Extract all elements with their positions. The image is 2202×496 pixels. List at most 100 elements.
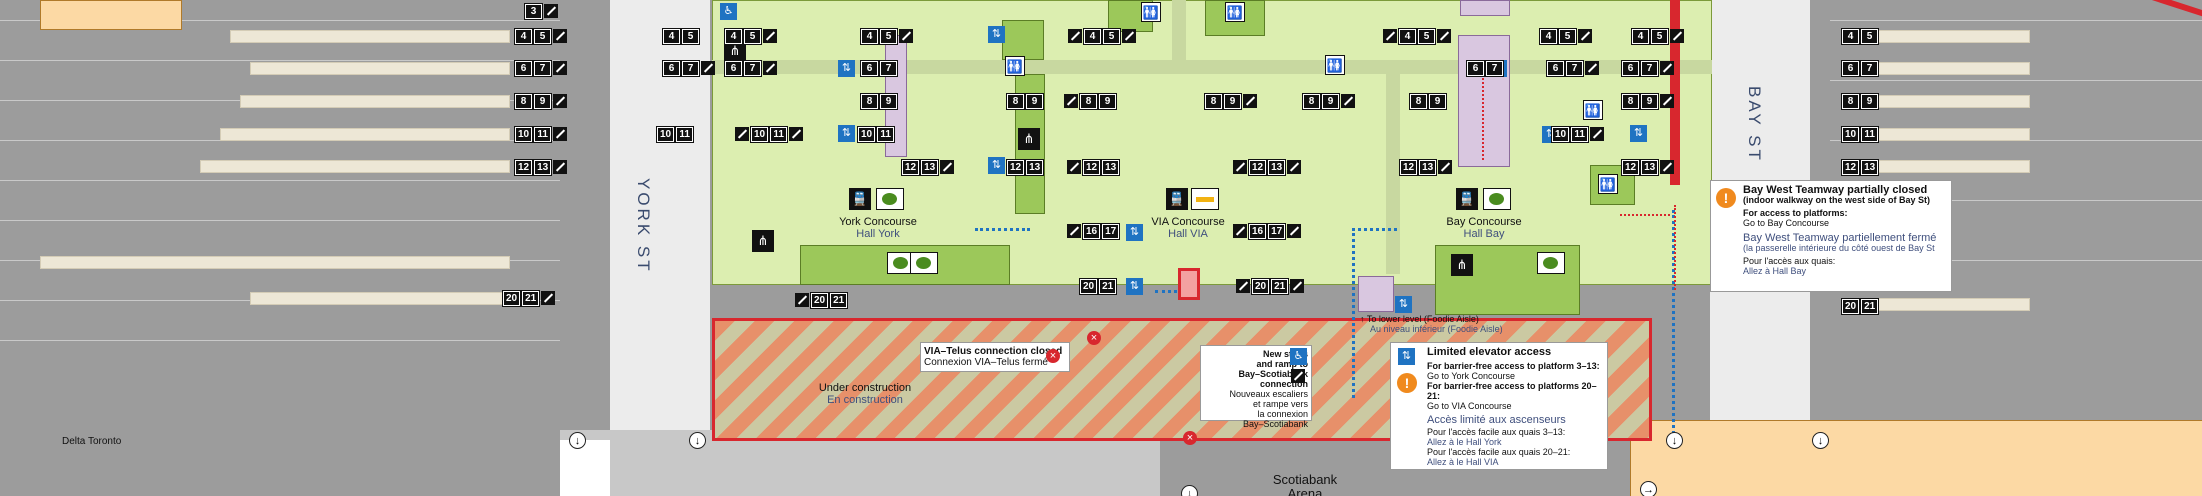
walking-path [975,228,1030,231]
elevator-icon: ⇅ [838,60,855,77]
platform-number: 17 [1101,222,1121,240]
platform-number: 21 [829,291,849,309]
restaurant-icon: ⋔ [724,40,746,62]
stair-area [1358,276,1394,312]
platform-number: 7 [681,59,700,77]
platform-number: 5 [533,27,552,45]
down-arrow-icon: ↓ [1666,432,1683,449]
platform-number: 5 [879,27,898,45]
platform-number: 21 [1860,297,1880,315]
scotiabank-arena-label: Scotiabank Arena [1272,472,1338,496]
platform-number: 6 [1546,59,1565,77]
train-icon: 🚆 [849,188,871,210]
escalator-icon [1236,279,1250,293]
restaurant-icon: ⋔ [1451,254,1473,276]
closed-path [1620,214,1670,216]
escalator-icon [553,61,567,75]
platform-number: 21 [1270,277,1290,295]
platform-number: 11 [675,125,695,143]
york-street [610,0,710,496]
building-bottom-right [1630,420,2202,496]
washroom-icon: 🚻 [1325,55,1345,75]
platform-number: 9 [1025,92,1044,110]
closed-path [1482,70,1486,160]
escalator-icon [940,160,955,174]
platform-number: 12 [1081,158,1102,176]
platform-number: 13 [1025,158,1045,176]
escalator-icon [553,94,567,108]
platform-number: 4 [1398,27,1417,45]
platform-number: 4 [1539,27,1558,45]
platform-number: 7 [743,59,762,77]
escalator-icon [735,127,749,141]
closed-icon: × [1087,331,1101,345]
platform-number: 8 [1621,92,1640,110]
platform-number: 6 [1466,59,1485,77]
escalator-icon [1660,160,1675,174]
elevator-icon: ⇅ [1126,278,1143,295]
platform-number: 4 [514,27,533,45]
platform-number: 12 [1840,158,1861,176]
closed-path [1674,205,1678,290]
platform-number: 8 [1841,92,1860,110]
york-street-label: YORK ST [634,178,653,274]
escalator-icon [1287,224,1302,238]
platform-number: 4 [662,27,681,45]
platform-number: 8 [1006,92,1025,110]
platform-number: 5 [1417,27,1436,45]
escalator-icon [1670,29,1684,43]
platform-number: 7 [1860,59,1879,77]
platform-number: 10 [1840,125,1861,143]
platform-number: 8 [514,92,533,110]
walking-path [1352,228,1397,231]
platform-number: 17 [1267,222,1287,240]
platform-number: 11 [769,125,789,143]
platform-number: 20 [1250,277,1271,295]
platform-number: 11 [876,125,896,143]
teamway-closed-bar [1670,0,1680,185]
alert-icon: ! [1716,188,1736,208]
platform-number: 5 [1102,27,1121,45]
service-block [1002,20,1044,60]
york-concourse-label: York Concourse Hall York [839,216,917,240]
go-transit-icon [910,252,938,274]
elevator-icon: ⇅ [988,26,1005,43]
platform-number: 10 [856,125,877,143]
vertical-passage [1458,35,1510,167]
escalator-icon [1122,29,1136,43]
escalator-icon [1585,61,1599,75]
escalator-icon [763,29,777,43]
escalator-icon [1660,94,1674,108]
platform-number: 20 [501,289,522,307]
closed-elevator [1178,268,1200,300]
building-top-left [40,0,182,30]
platform-number: 6 [514,59,533,77]
construction-label: Under construction En construction [818,382,912,406]
red-rail-line [2043,0,2202,27]
escalator-icon [1438,160,1453,174]
platform-number: 13 [1267,158,1287,176]
escalator-icon [1437,29,1451,43]
via-rail-icon [1191,188,1219,210]
escalator-icon [763,61,777,75]
down-arrow-icon: ↓ [569,432,586,449]
platform-number: 10 [655,125,676,143]
